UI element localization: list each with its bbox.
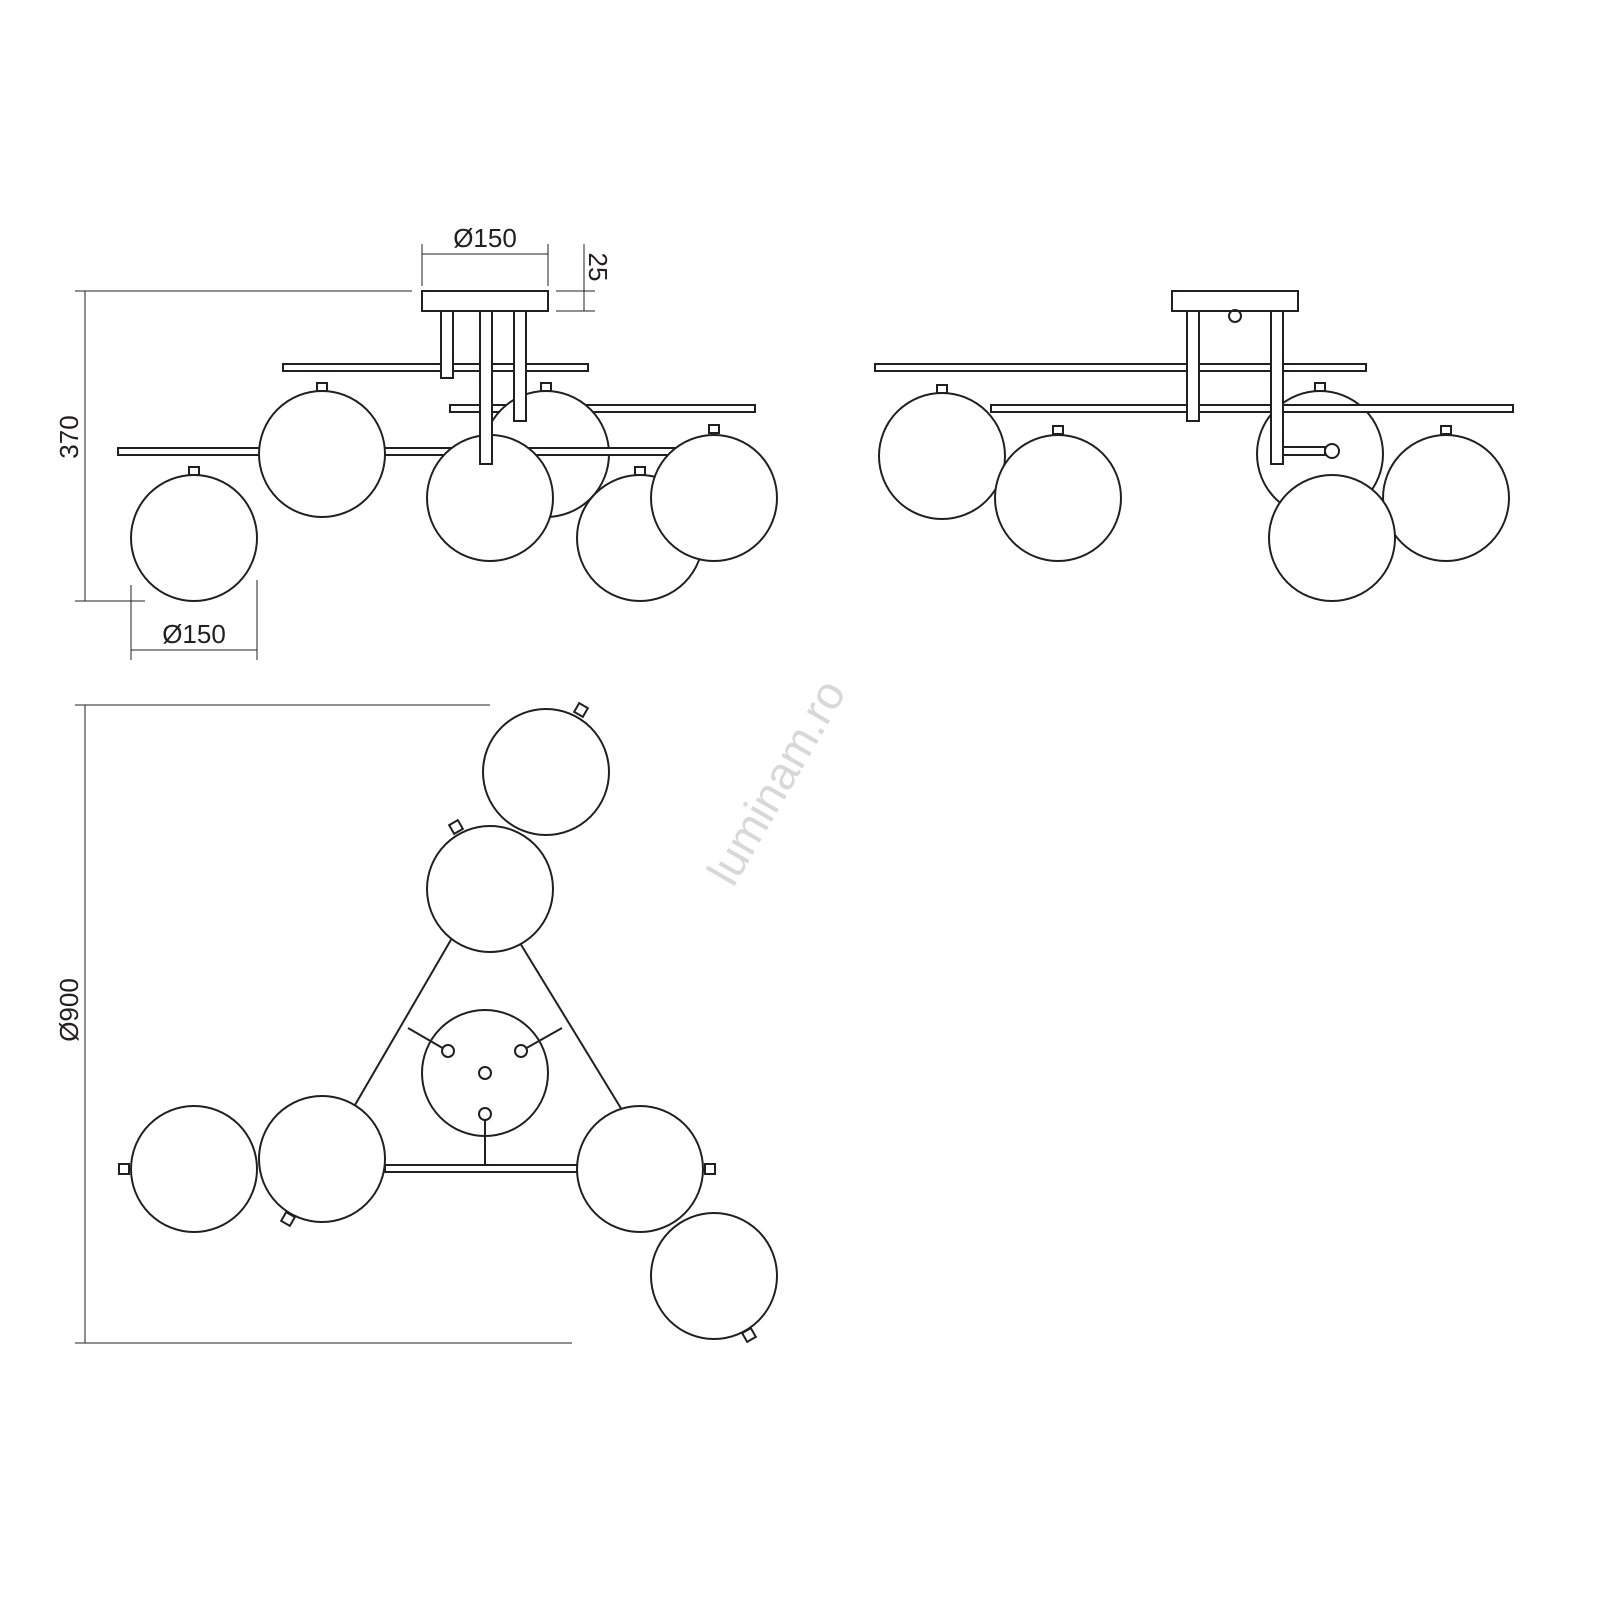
arm-bar (282, 363, 589, 372)
stem (1186, 310, 1200, 422)
stem (479, 310, 493, 465)
globe (482, 701, 610, 836)
globe (650, 424, 778, 562)
globe (1382, 425, 1510, 562)
canopy-height-dimension: 25 (583, 253, 613, 282)
globe (878, 384, 1006, 520)
arm-bar (874, 363, 1367, 372)
arm-bar (449, 404, 756, 413)
canopy-diameter-dimension: Ø150 (453, 223, 517, 253)
stem (1270, 310, 1284, 465)
globe-diameter-dimension: Ø150 (162, 619, 226, 649)
top-view: Ø900 (54, 701, 778, 1344)
globe (1268, 474, 1396, 602)
globe (650, 1212, 778, 1344)
height-dimension: 370 (54, 415, 84, 458)
globe (426, 818, 554, 953)
stem (513, 310, 527, 422)
stem (440, 310, 454, 379)
globe (576, 1105, 716, 1233)
globe (258, 382, 386, 518)
side-view (874, 290, 1514, 602)
globe (994, 425, 1122, 562)
overall-diameter-dimension: Ø900 (54, 978, 84, 1042)
canopy (1171, 290, 1299, 312)
front-view: 370 Ø150 25 Ø150 (54, 223, 778, 660)
arm-bar (117, 447, 691, 456)
globe (130, 466, 258, 602)
arm-bar (990, 404, 1514, 413)
canopy (421, 290, 549, 312)
watermark: luminam.ro (697, 670, 856, 893)
globe (258, 1095, 386, 1228)
globe (118, 1105, 258, 1233)
